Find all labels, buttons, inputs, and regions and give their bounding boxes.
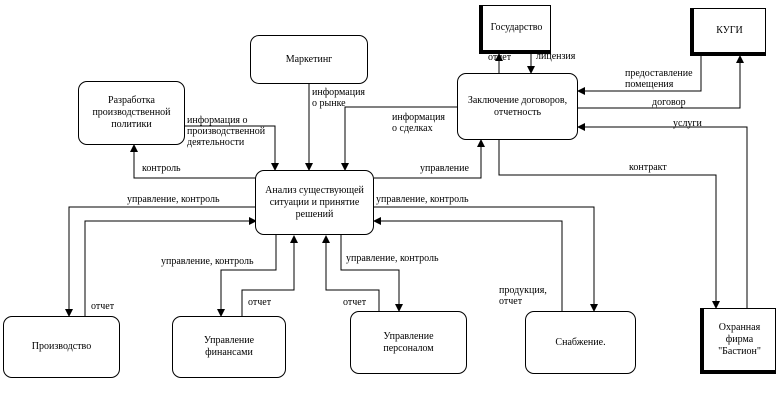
label-mgmt-ctrl-personnel: управление, контроль	[346, 253, 439, 264]
label-mgmt-ctrl-finance: управление, контроль	[161, 256, 254, 267]
label-report-production: отчет	[91, 301, 115, 312]
label-contract-security: контракт	[629, 162, 667, 173]
node-supply: Снабжение.	[525, 311, 636, 374]
node-production: Производство	[3, 316, 120, 378]
label-report-personnel: отчет	[343, 297, 367, 308]
edge-premises	[577, 54, 702, 95]
node-personnel: Управление персоналом	[350, 311, 467, 374]
edge-report-personnel	[322, 235, 380, 311]
node-policy: Разработка производственной политики	[78, 81, 185, 145]
label-report-finance: отчет	[248, 297, 272, 308]
external-state: Государство	[479, 5, 551, 54]
label-mgmt-ctrl-left: управление, контроль	[127, 194, 220, 205]
edge-services	[577, 123, 748, 308]
label-report-state: отчет	[488, 52, 512, 63]
edge-mgmt-supply	[374, 206, 598, 312]
label-premises: предоставление помещения	[625, 68, 693, 90]
label-mgmt-ctrl-right: управление, контроль	[376, 194, 469, 205]
label-deal-info: информация о сделках	[392, 112, 446, 134]
label-supply-report: продукция, отчет	[499, 285, 547, 307]
node-marketing: Маркетинг	[250, 35, 368, 84]
edge-mgmt-personnel	[340, 235, 403, 312]
label-management: управление	[420, 163, 469, 174]
label-control: контроль	[142, 163, 181, 174]
edge-production-info	[185, 125, 279, 171]
edge-report-production	[84, 217, 257, 316]
edge-mgmt-production	[65, 206, 256, 317]
edge-supply-report	[373, 217, 563, 311]
label-license: лицензия	[536, 51, 576, 62]
node-contracts: Заключение договоров, отчетность	[457, 73, 578, 140]
label-production-info: информация о производственной деятельнос…	[187, 115, 266, 148]
edge-report-finance	[241, 235, 298, 316]
edge-contract-security	[498, 140, 720, 309]
label-contract-kugi: договор	[652, 97, 686, 108]
node-finance: Управление финансами	[172, 316, 286, 378]
edge-control	[130, 144, 256, 179]
label-services: услуги	[673, 118, 702, 129]
edge-management	[374, 139, 485, 179]
external-security: Охранная фирма "Бастион"	[700, 308, 776, 374]
node-analysis: Анализ существующей ситуации и принятие …	[255, 170, 374, 235]
external-kugi: КУГИ	[690, 8, 766, 56]
label-market-info: информация о рынке	[312, 87, 366, 109]
edge-deal-info	[341, 106, 458, 171]
edge-contract-kugi	[578, 55, 744, 109]
edge-mgmt-finance	[217, 235, 277, 317]
